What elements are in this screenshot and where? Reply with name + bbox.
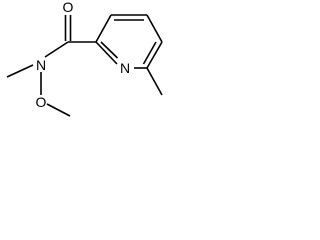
ring-bond-c5-c6-inner <box>142 41 157 65</box>
amide-c-n-bond <box>44 41 69 58</box>
ring-bond-n-c2-inner <box>100 41 119 59</box>
ring-bond-c4-c5 <box>146 14 163 43</box>
ring-methyl-bond <box>146 67 163 96</box>
carbonyl-oxygen-label: O <box>63 0 74 15</box>
methoxy-oxygen-label: O <box>36 94 47 110</box>
amide-nitrogen-label: N <box>36 57 46 73</box>
ring-bond-c5-c6 <box>146 41 163 69</box>
n-methyl-bond <box>6 64 34 78</box>
ring-bond-c2-c3 <box>95 14 112 43</box>
o-methyl-bond <box>46 103 71 117</box>
ring-nitrogen-label: N <box>120 60 130 76</box>
ring-bond-n-c2 <box>95 41 118 65</box>
structure-diagram: O N O N <box>6 0 163 117</box>
